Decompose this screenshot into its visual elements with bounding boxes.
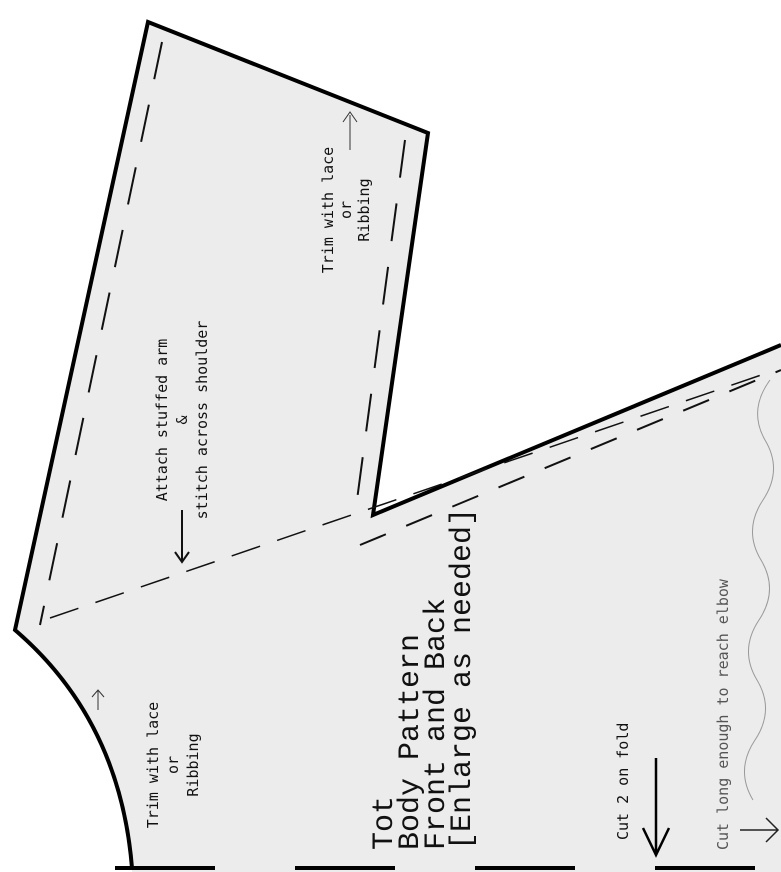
fold-note-text: Cut 2 on fold: [614, 723, 632, 840]
fold-note: Cut 2 on fold Cut long enough to reach e…: [614, 578, 732, 850]
wavy-edge-line: [744, 379, 774, 801]
title-line1: Tot: [368, 796, 402, 850]
arrow-down-icon: [174, 510, 190, 564]
neck-trim-note: Trim with lace or Ribbing: [144, 702, 202, 828]
neck-trim-line2: or: [164, 756, 182, 774]
pattern-title: Tot Body Pattern Front and Back [Enlarge…: [368, 508, 480, 850]
neck-trim-line1: Trim with lace: [144, 702, 162, 828]
seam-line-underarm: [359, 369, 781, 546]
neck-trim-line3: Ribbing: [184, 733, 202, 796]
arm-trim-note: Trim with lace or Ribbing: [319, 147, 373, 273]
title-line3: Front and Back: [420, 598, 454, 850]
arm-trim-line2: or: [337, 201, 355, 219]
arm-trim-line1: Trim with lace: [319, 147, 337, 273]
title-line4: [Enlarge as needed]: [446, 508, 480, 850]
arm-trim-line3: Ribbing: [355, 178, 373, 241]
cut-line-outline: [12, 19, 781, 869]
length-note-text: Cut long enough to reach elbow: [714, 578, 732, 850]
shoulder-line3: stitch across shoulder: [193, 321, 211, 520]
arrow-right-length-icon: [740, 817, 780, 843]
seam-line-arm: [39, 41, 406, 626]
seam-line-shoulder: [49, 371, 771, 619]
arrow-right-icon: [342, 111, 358, 150]
shoulder-note: Attach stuffed arm & stitch across shoul…: [153, 321, 211, 520]
title-line2: Body Pattern: [394, 634, 428, 850]
shoulder-line1: Attach stuffed arm: [153, 339, 171, 502]
arrow-down-fold-icon: [641, 758, 671, 858]
shoulder-line2: &: [173, 415, 191, 424]
arrow-up-icon: [91, 689, 105, 710]
pattern-piece-fill: [15, 22, 781, 872]
